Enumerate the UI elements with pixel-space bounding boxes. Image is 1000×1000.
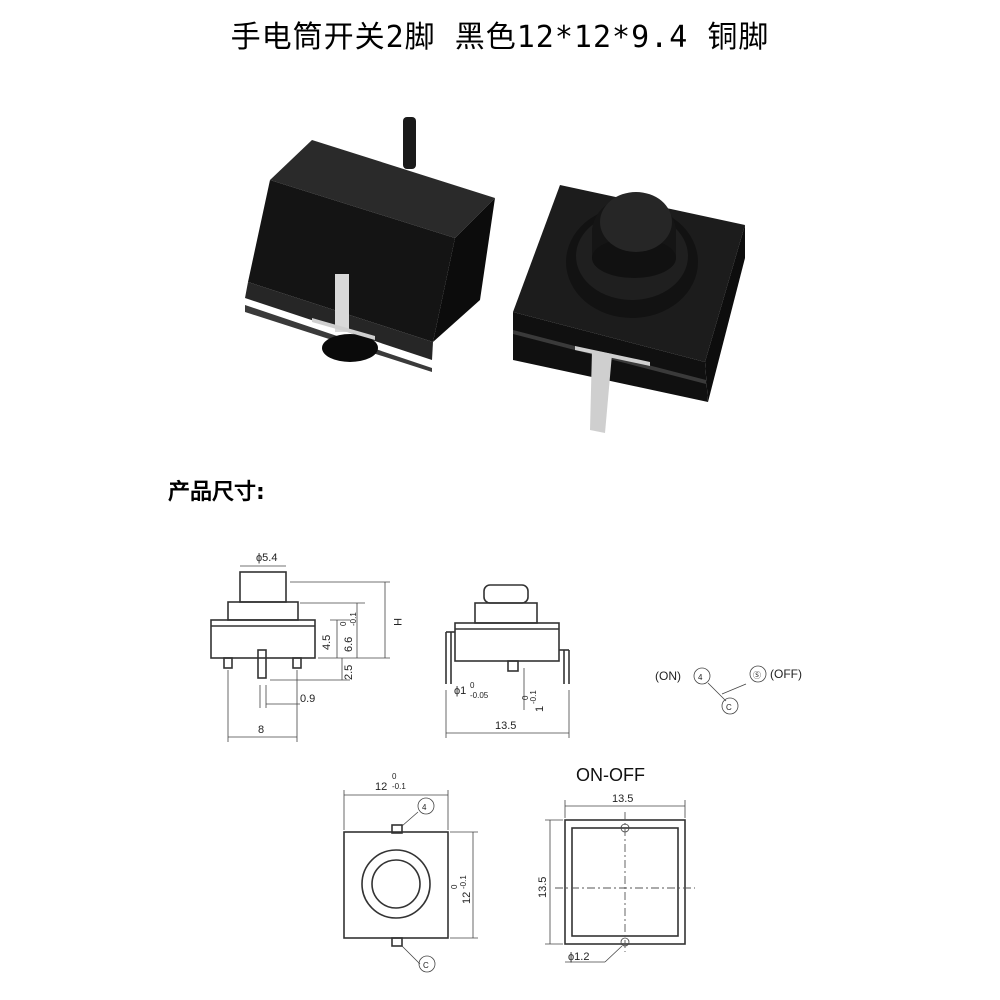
side-dim-6-6-tol-dn: -0.1 xyxy=(349,612,358,626)
schematic-pin-off: Ⓢ xyxy=(753,671,761,680)
front-phi-tol-up: 0 xyxy=(470,681,475,690)
dimensions-heading: 产品尺寸: xyxy=(168,480,265,505)
top-dim-12-side-tol-up: 0 xyxy=(450,884,459,889)
side-dim-2-5: 2.5 xyxy=(343,665,355,680)
onoff-footprint-view: ON-OFF 13.5 13.5 ϕ1.2 xyxy=(537,765,695,963)
front-phi-label: ϕ1 xyxy=(454,685,466,697)
side-h-label: H xyxy=(391,618,403,626)
switch-photo-rear xyxy=(245,117,495,372)
side-dim-6-6: 6.6 xyxy=(343,637,355,652)
schematic-pin-c: C xyxy=(726,703,732,712)
onoff-heading: ON-OFF xyxy=(576,765,645,785)
front-view: 13.5 ϕ1 0 -0.05 1 0 -0.1 xyxy=(445,584,570,738)
front-dim-1: 1 xyxy=(534,706,546,712)
top-dim-12-side: 12 xyxy=(461,892,473,904)
switch-schematic: (ON) 4 C Ⓢ (OFF) xyxy=(655,665,802,715)
front-dim-1-tol-dn: -0.1 xyxy=(529,690,538,704)
top-pin-4: 4 xyxy=(422,803,427,812)
side-phi-label: ϕ5.4 xyxy=(256,552,277,564)
onoff-phi-1-2: ϕ1.2 xyxy=(568,951,589,963)
top-pin-c: C xyxy=(423,961,429,970)
side-dim-0-9: 0.9 xyxy=(300,693,315,705)
schematic-pin-4: 4 xyxy=(698,673,703,682)
top-dim-12-side-tol-dn: -0.1 xyxy=(459,875,468,889)
top-dim-12: 12 xyxy=(375,781,387,793)
onoff-dim-13-5-top: 13.5 xyxy=(612,793,633,805)
switch-photo-front xyxy=(513,185,745,433)
onoff-dim-13-5-side: 13.5 xyxy=(537,877,549,898)
page-title: 手电筒开关2脚 黑色12*12*9.4 铜脚 xyxy=(230,20,770,55)
front-dim-1-tol-up: 0 xyxy=(521,695,530,700)
top-view: 12 0 -0.1 4 12 0 -0.1 C xyxy=(343,772,478,973)
side-view: ϕ5.4 H 4.5 6.6 0 -0.1 2.5 0.9 8 xyxy=(210,552,403,742)
side-dim-6-6-tol-up: 0 xyxy=(339,621,348,626)
schematic-off-label: (OFF) xyxy=(770,667,802,681)
top-dim-12-tol-dn: -0.1 xyxy=(392,782,406,791)
front-phi-tol-dn: -0.05 xyxy=(470,691,489,700)
schematic-on-label: (ON) xyxy=(655,669,681,683)
side-dim-4-5: 4.5 xyxy=(321,635,333,650)
top-dim-12-tol-up: 0 xyxy=(392,772,397,781)
side-dim-8: 8 xyxy=(258,724,264,736)
front-dim-13-5: 13.5 xyxy=(495,720,516,732)
